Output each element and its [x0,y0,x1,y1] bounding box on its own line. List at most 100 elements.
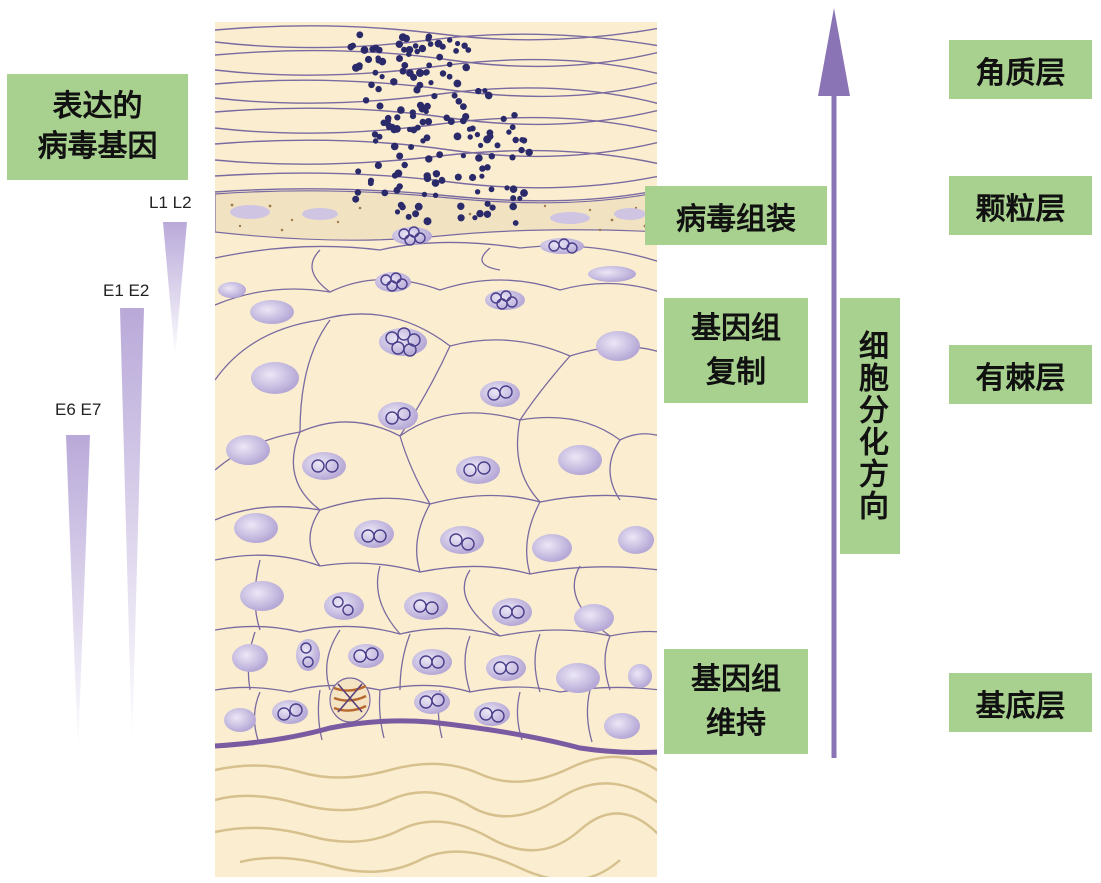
virion [393,186,401,194]
virion [394,114,401,121]
virion [475,87,482,95]
virion [453,132,462,141]
basement-membrane [215,718,657,755]
virion [419,118,427,126]
virion [414,202,423,211]
virion [519,137,525,143]
virion [423,217,432,226]
stage-label-genome-replication: 基因组 复制 [664,298,808,403]
virion [390,78,398,86]
virion [418,44,427,53]
gene-label-e1-e2: E1 E2 [103,281,150,300]
virion [436,53,444,61]
virion [509,154,516,161]
virion [512,220,519,226]
virion [401,46,408,53]
virion [405,213,412,220]
differentiation-direction-label: 细胞分化方向 [840,298,900,554]
virion [462,63,471,72]
virion [486,133,494,140]
virion [394,169,403,178]
layer-label-spinous: 有棘层 [949,345,1092,404]
virion [367,180,374,187]
layer-label-basal: 基底层 [949,673,1092,732]
virion [368,81,375,89]
virion [354,189,362,196]
virion [453,48,459,54]
virion [454,173,462,181]
virion [486,93,492,100]
virion [376,102,384,110]
virion [475,154,483,162]
virion [483,210,492,218]
virion [443,114,451,122]
virion [506,129,512,135]
virion [447,118,455,125]
virion [412,43,419,49]
virion [375,85,382,93]
virion [426,62,433,69]
virion [479,173,485,179]
virion [455,98,463,105]
virion [457,214,465,222]
virion [446,61,453,68]
layer-label-cornified: 角质层 [949,40,1092,99]
virion [356,64,363,71]
virion [372,44,380,52]
virion [447,37,453,43]
virion [352,195,360,203]
virion [413,86,421,94]
dermis [215,755,657,877]
virion-cluster [347,31,533,226]
virion [356,31,364,39]
virion [432,170,441,178]
granular-layer [215,190,657,241]
cornified-layer [215,25,657,202]
virion [416,101,425,109]
virion [474,131,481,138]
virion [439,70,447,77]
virion [459,117,467,125]
dividing-cell [329,677,371,723]
virion [399,67,407,75]
virion [469,173,477,182]
virion [512,136,519,144]
virion [409,113,417,120]
virion [381,189,389,197]
virion [509,202,517,211]
virion [465,47,472,53]
virion [484,200,491,207]
virion [364,55,373,64]
virion [427,41,434,47]
virion [378,57,387,66]
virion [394,209,401,215]
e6-e7-expression-wedge [66,435,90,752]
virion [500,115,507,122]
virion [412,210,420,218]
stage-label-virus-assembly: 病毒组装 [645,186,827,245]
virion [428,80,434,86]
virion [469,125,476,132]
virion [372,69,379,76]
virion [425,155,433,163]
virion [407,126,413,133]
virion [431,93,438,100]
virion [482,88,488,94]
virion [390,142,399,151]
virion [401,62,409,69]
virion [420,138,426,144]
gene-label-e6-e7: E6 E7 [55,400,102,419]
virion [472,215,478,221]
virion [362,97,370,104]
virion [460,153,466,159]
virion [425,36,432,42]
virion [371,131,379,138]
virion [494,142,501,149]
virion [451,92,458,99]
virion [401,161,408,169]
virion [455,40,461,47]
virion [509,185,518,193]
virion [453,79,462,88]
